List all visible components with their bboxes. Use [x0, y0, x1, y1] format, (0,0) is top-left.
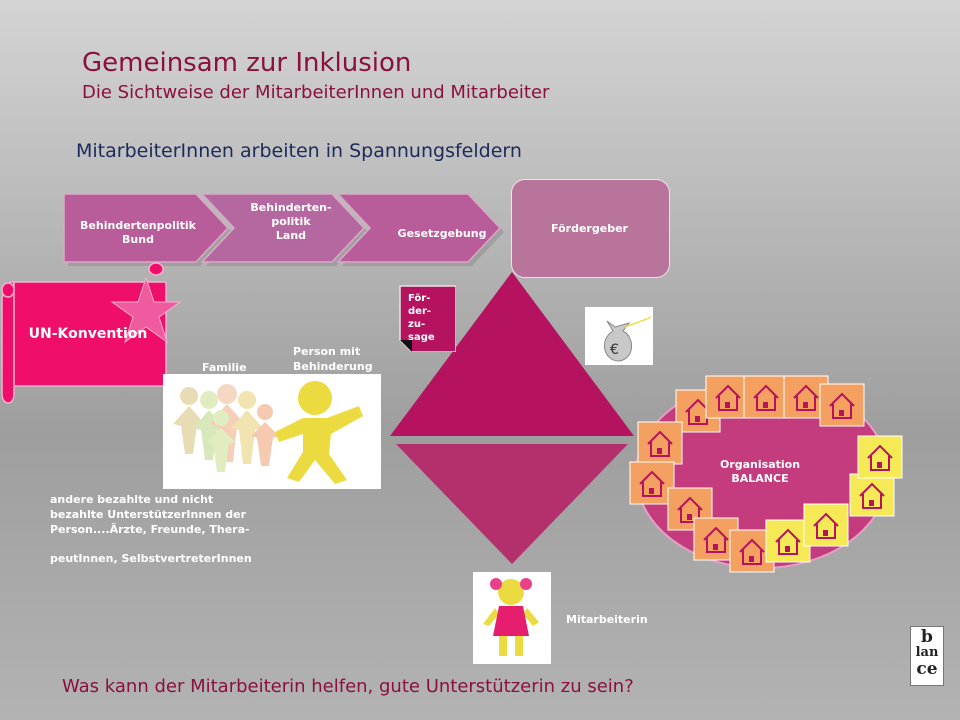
house-icon: [637, 421, 683, 465]
foerdergeber-label: Fördergeber: [551, 222, 628, 235]
chevron-gesetzgebung: [336, 193, 502, 263]
svg-text:€: €: [610, 342, 619, 358]
house-icon: [743, 375, 789, 419]
chevron-land: [200, 193, 366, 263]
familie-label: Familie: [202, 361, 247, 374]
diamond-top: [390, 272, 634, 436]
girl-icon: [493, 606, 529, 636]
house-icons: [629, 375, 903, 573]
person-icon: [275, 406, 363, 484]
supporters-text: andere bezahlte und nicht bezahlte Unter…: [50, 493, 250, 536]
page-title: Gemeinsam zur Inklusion: [82, 48, 412, 78]
un-konvention-label: UN-Konvention: [28, 326, 148, 342]
diamond-bottom: [396, 444, 628, 564]
star-icon: [110, 276, 182, 344]
mitarbeiterin-image: [473, 572, 551, 664]
house-icon: [705, 375, 751, 419]
mitarbeiterin-label: Mitarbeiterin: [566, 613, 648, 626]
closing-question: Was kann der Mitarbeiterin helfen, gute …: [62, 676, 634, 697]
tension-diamond: [390, 272, 634, 564]
organisation-ring: [629, 375, 903, 573]
page-subtitle: Die Sichtweise der MitarbeiterInnen und …: [82, 82, 550, 103]
section-heading: MitarbeiterInnen arbeiten in Spannungsfe…: [76, 140, 522, 162]
un-scroll: [1, 262, 182, 404]
chevron-row: [63, 193, 504, 266]
money-box: €: [585, 307, 653, 365]
foerderzusage-note: [399, 285, 456, 352]
house-icon: [765, 519, 811, 563]
balance-logo: b lan ce: [910, 626, 944, 686]
foerderzusage-label: För-der-zu-sage: [408, 293, 435, 343]
money-bag-icon: €: [604, 316, 652, 362]
supporters-text-end: peutInnen, SelbstvertreterInnen: [50, 552, 252, 565]
house-icon: [849, 473, 895, 517]
chevron-bund: [63, 193, 230, 263]
house-icon: [629, 461, 675, 505]
foerdergeber-box: [511, 179, 670, 278]
house-icon: [857, 435, 903, 479]
family-image: [163, 374, 381, 489]
house-icon: [803, 503, 849, 547]
chevron-gesetzgebung-label: Gesetzgebung: [397, 227, 487, 240]
house-icon: [819, 383, 865, 427]
